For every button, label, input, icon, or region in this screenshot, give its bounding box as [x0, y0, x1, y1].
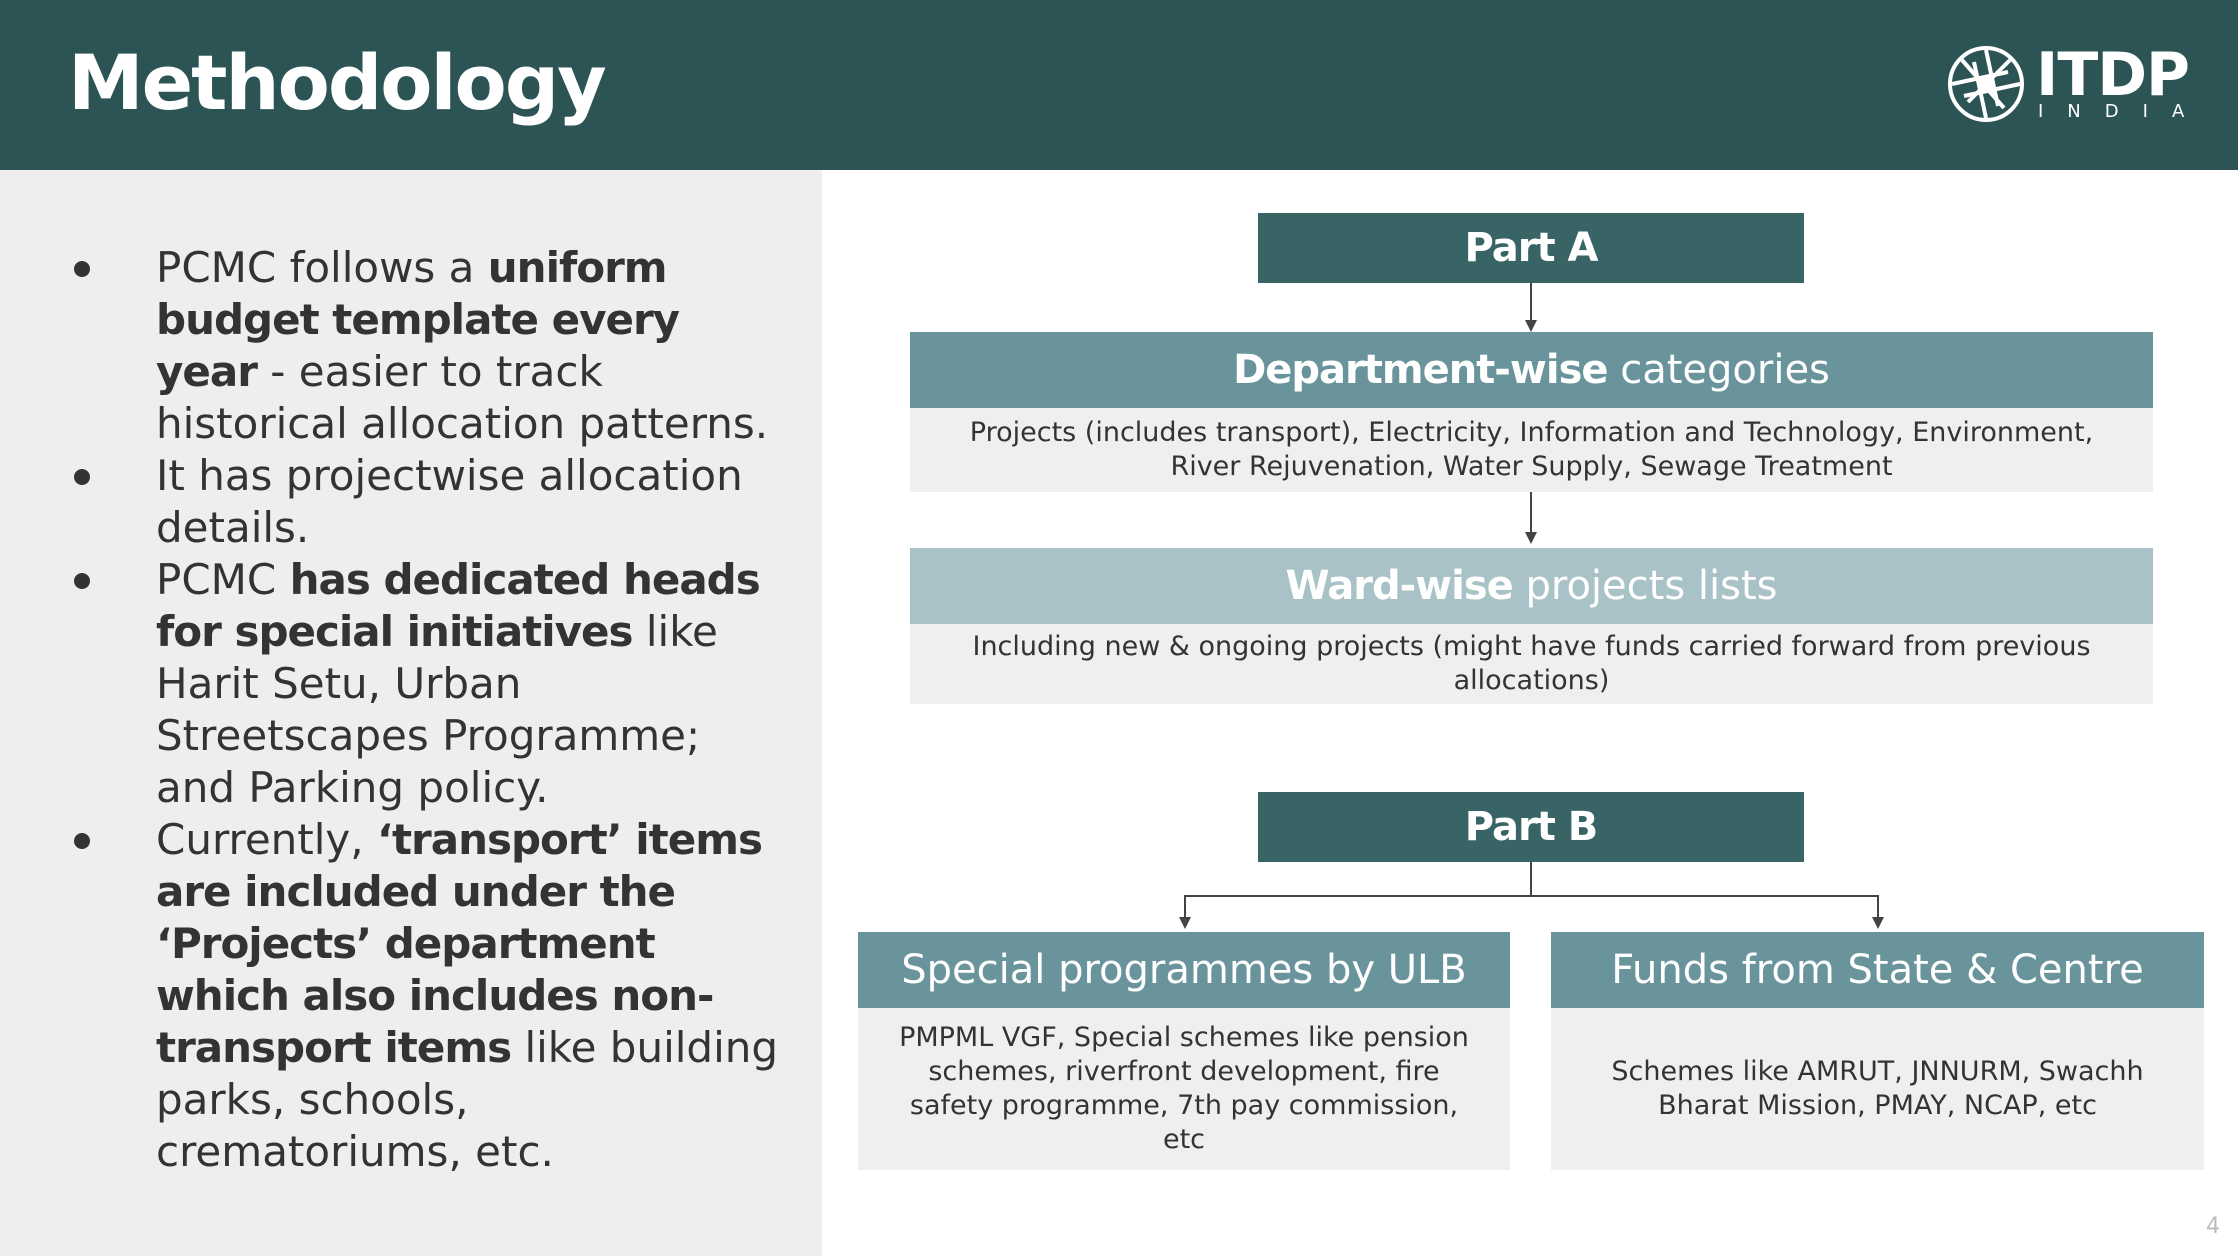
connector-line	[1530, 862, 1532, 896]
bullet-panel: PCMC follows a uniform budget template e…	[0, 170, 822, 1256]
bullet-list: PCMC follows a uniform budget template e…	[60, 242, 780, 1178]
bullet-dot-icon	[74, 469, 90, 485]
page-number: 4	[2206, 1214, 2220, 1239]
bullet-text: It has projectwise allocation details.	[156, 451, 743, 552]
connector-line	[1184, 895, 1186, 919]
bullet-dot-icon	[74, 833, 90, 849]
bullet-text: PCMC	[156, 555, 290, 604]
funds-state-centre-header: Funds from State & Centre	[1551, 932, 2204, 1008]
bullet-text: PCMC follows a	[156, 243, 488, 292]
arrow-head	[1525, 320, 1537, 332]
ward-wise-rest: projects lists	[1512, 563, 1778, 609]
ward-wise-header: Ward-wise projects lists	[910, 548, 2153, 624]
bullet-item: Currently, ‘transport’ items are include…	[60, 814, 780, 1178]
slide-header: Methodology ITDP INDIA	[0, 0, 2238, 170]
itdp-logo: ITDP INDIA	[1946, 40, 2190, 130]
bullet-bold-text: uniform budget template every year	[156, 243, 680, 396]
part-a-box: Part A	[1258, 213, 1804, 283]
department-wise-bold: Department-wise	[1233, 347, 1608, 393]
part-b-box: Part B	[1258, 792, 1804, 862]
bullet-dot-icon	[74, 573, 90, 589]
slide-title: Methodology	[68, 38, 607, 127]
bullet-text: Currently,	[156, 815, 377, 864]
arrow-head	[1872, 917, 1884, 929]
bullet-item: It has projectwise allocation details.	[60, 450, 780, 554]
bullet-text: like Harit Setu, Urban Streetscapes Prog…	[156, 607, 718, 812]
arrow-head	[1179, 917, 1191, 929]
ward-wise-bold: Ward-wise	[1285, 563, 1514, 609]
bullet-item: PCMC follows a uniform budget template e…	[60, 242, 780, 450]
bullet-bold-text: ‘transport’ items are included under the…	[156, 815, 763, 1072]
connector-line	[1530, 283, 1532, 323]
itdp-logo-icon	[1948, 46, 2024, 122]
bullet-text: - easier to track historical allocation …	[156, 347, 769, 448]
arrow-head	[1525, 532, 1537, 544]
connector-line	[1877, 895, 1879, 919]
bullet-text: like building parks, schools, crematoriu…	[156, 1023, 779, 1176]
connector-line	[1530, 492, 1532, 534]
department-wise-rest: categories	[1607, 347, 1830, 393]
department-wise-header: Department-wise categories	[910, 332, 2153, 408]
special-programmes-description: PMPML VGF, Special schemes like pension …	[858, 1008, 1510, 1170]
connector-line	[1184, 895, 1879, 897]
bullet-item: PCMC has dedicated heads for special ini…	[60, 554, 780, 814]
department-wise-description: Projects (includes transport), Electrici…	[910, 408, 2153, 492]
bullet-bold-text: has dedicated heads for special initiati…	[156, 555, 761, 656]
special-programmes-header: Special programmes by ULB	[858, 932, 1510, 1008]
bullet-dot-icon	[74, 261, 90, 277]
logo-wordmark: ITDP	[2036, 40, 2190, 110]
funds-state-centre-description: Schemes like AMRUT, JNNURM, Swachh Bhara…	[1551, 1008, 2204, 1170]
ward-wise-description: Including new & ongoing projects (might …	[910, 624, 2153, 704]
logo-subtitle: INDIA	[2038, 101, 2209, 122]
